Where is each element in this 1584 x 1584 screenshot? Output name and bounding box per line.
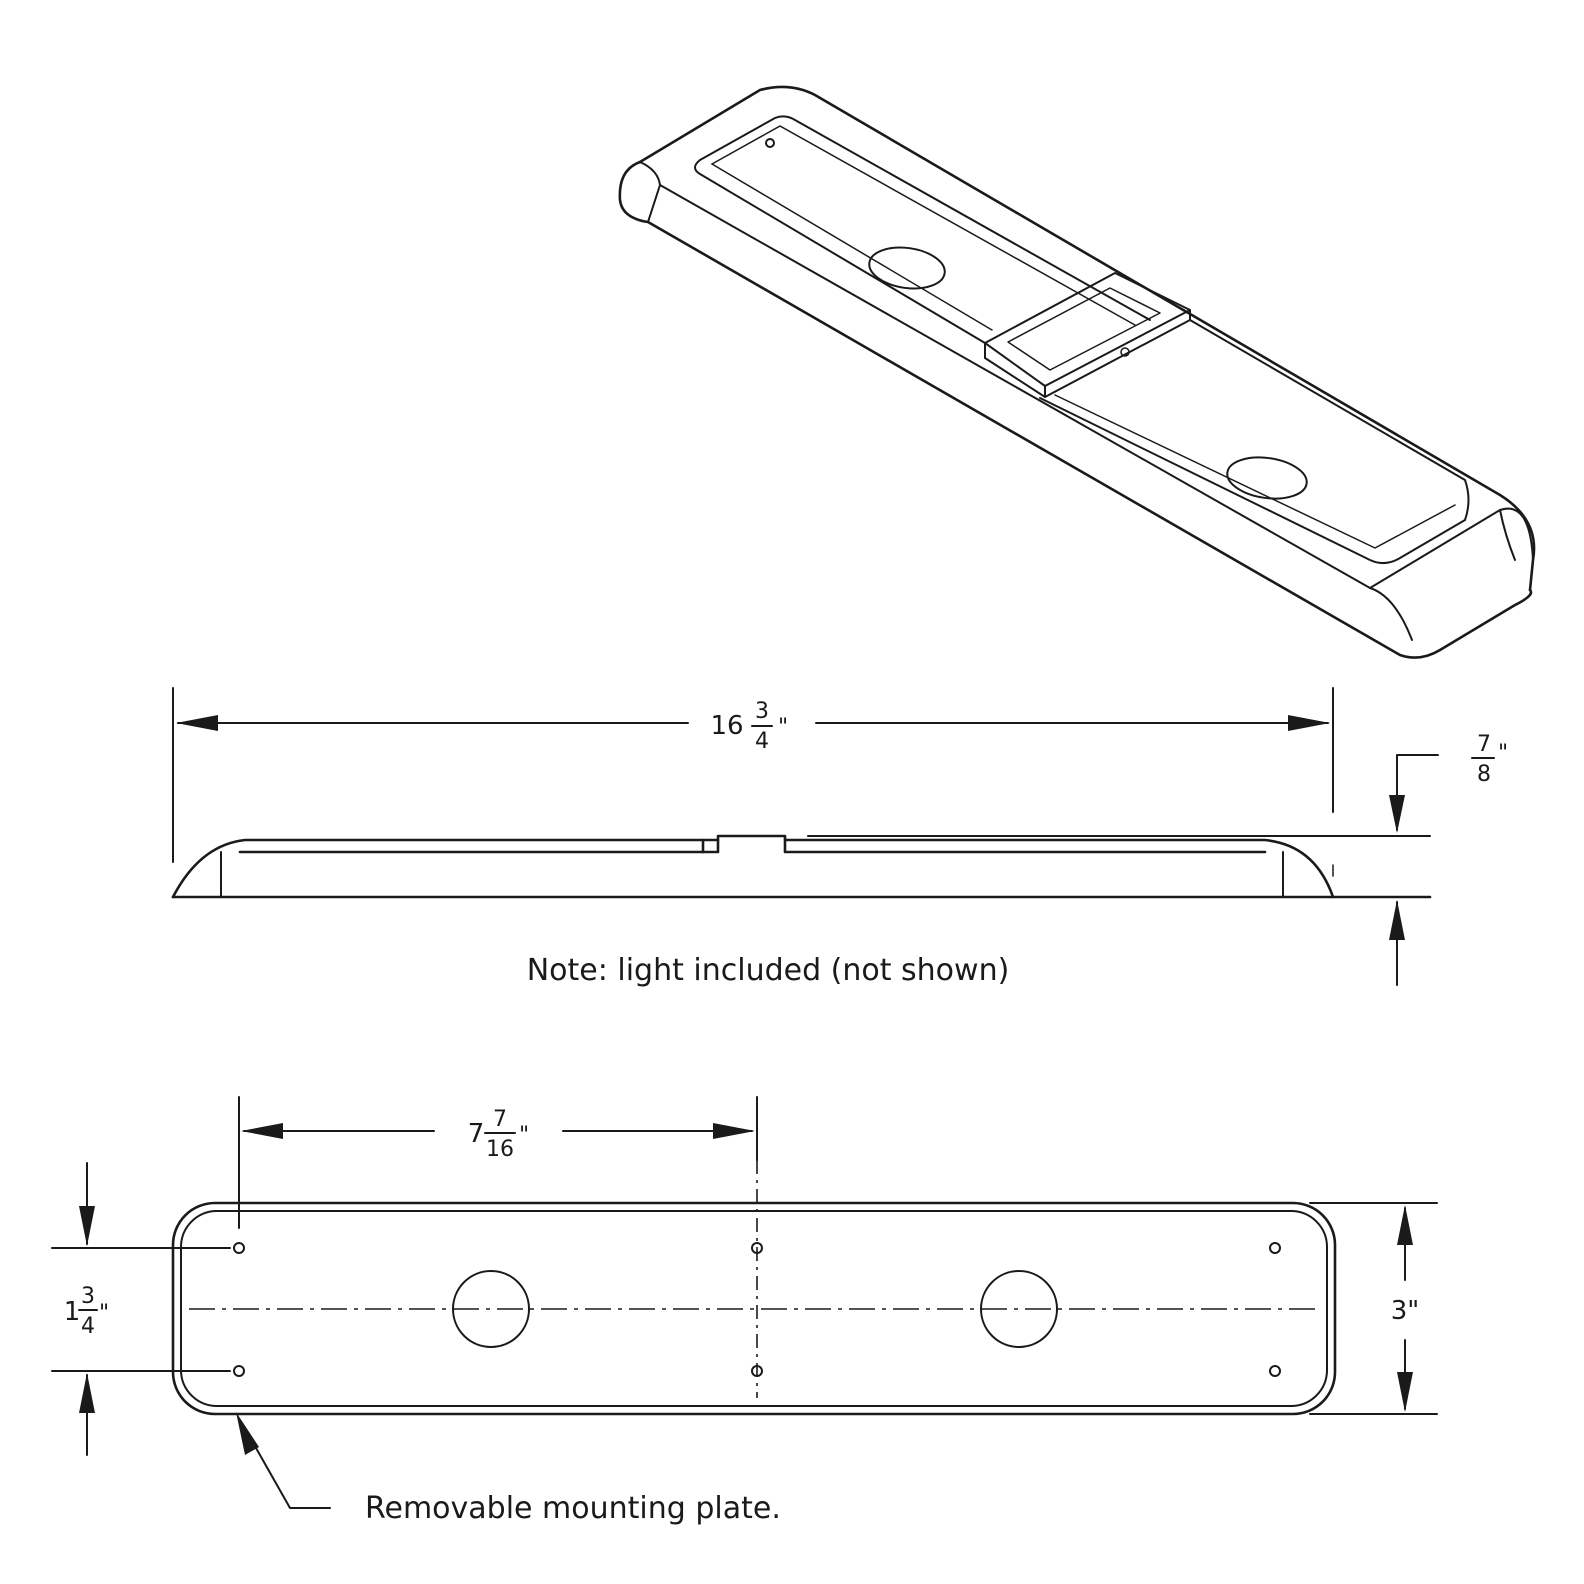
screw-hole (233, 1365, 245, 1377)
screw-hole (1269, 1242, 1281, 1254)
hole-spacing-unit: " (519, 1123, 529, 1148)
height-unit: " (1498, 741, 1508, 766)
screw-hole (751, 1365, 763, 1377)
hole-vertical-spacing-denominator: 4 (81, 1314, 95, 1339)
screw-hole (751, 1242, 763, 1254)
plate-width-label: 3" (1391, 1296, 1420, 1326)
wire-hole-left (452, 1270, 530, 1348)
screw-hole (1269, 1365, 1281, 1377)
hole-vertical-spacing-dimension (51, 1162, 231, 1456)
mounting-plate-outline (171, 1201, 1337, 1416)
isometric-view (618, 85, 1536, 659)
overall-length-dimension (176, 715, 1330, 731)
hole-vertical-spacing-unit: " (99, 1301, 109, 1326)
screw-hole (233, 1242, 245, 1254)
hole-spacing-numerator: 7 (493, 1107, 507, 1132)
height-dimension (1389, 754, 1439, 986)
callout-leader (236, 1412, 331, 1509)
hole-spacing-whole: 7 (468, 1119, 485, 1149)
overall-length-whole: 16 (710, 711, 743, 741)
wire-hole-right (980, 1270, 1058, 1348)
height-denominator: 8 (1477, 762, 1491, 787)
callout-text: Removable mounting plate. (365, 1491, 781, 1526)
side-view: 16 3 4 " 7 8 " Note: light included (not… (171, 687, 1508, 988)
overall-length-denominator: 4 (755, 729, 769, 754)
hole-vertical-spacing-numerator: 3 (81, 1284, 95, 1309)
overall-length-unit: " (778, 715, 788, 740)
plate-width-dimension (1309, 1202, 1438, 1415)
note-text: Note: light included (not shown) (527, 953, 1010, 988)
hole-spacing-denominator: 16 (486, 1137, 514, 1162)
height-numerator: 7 (1477, 732, 1491, 757)
hole-spacing-dimension (238, 1096, 758, 1229)
plate-view: 7 7 16 " 1 3 4 " 3" (51, 1096, 1438, 1526)
overall-length-numerator: 3 (755, 699, 769, 724)
hole-vertical-spacing-whole: 1 (64, 1297, 81, 1327)
